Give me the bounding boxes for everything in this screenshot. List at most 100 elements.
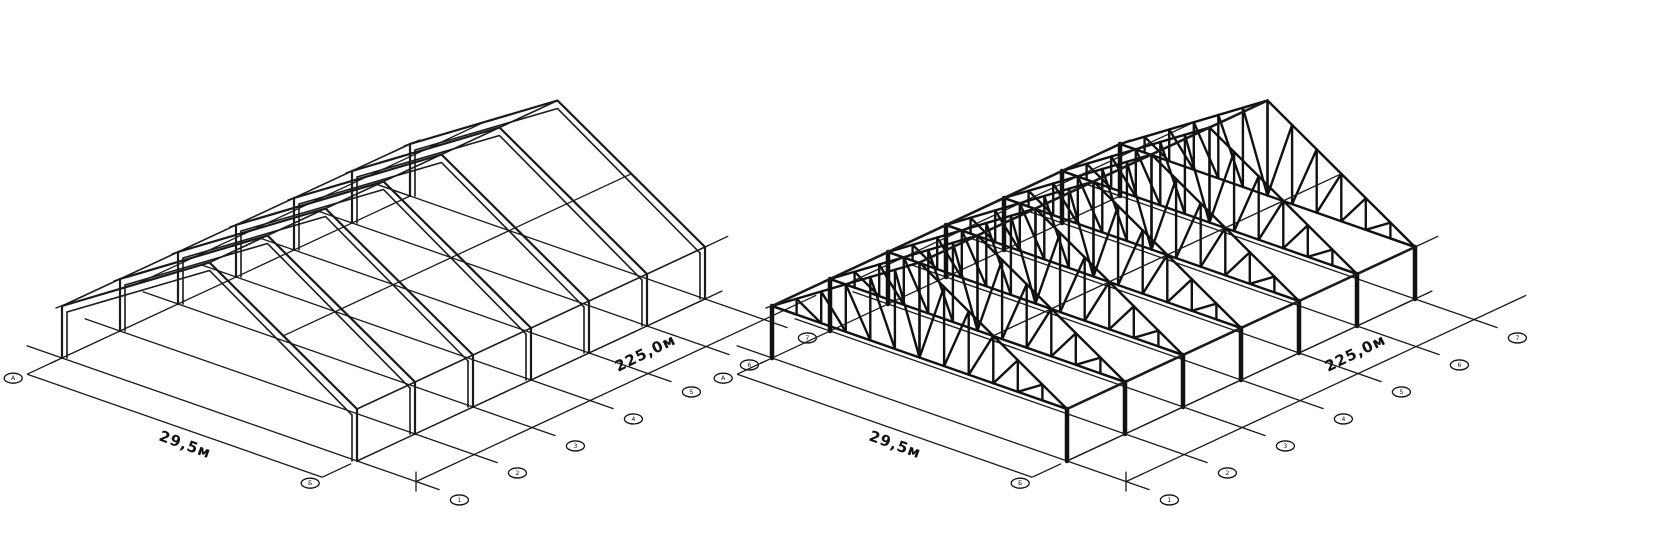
axis-bubble: Б bbox=[1010, 477, 1030, 489]
purlin bbox=[993, 173, 1342, 337]
truss-web bbox=[1166, 278, 1194, 304]
axis-bubble: 4 bbox=[1333, 413, 1354, 425]
truss-web bbox=[1208, 150, 1236, 224]
truss-web bbox=[1364, 221, 1392, 232]
rafter-inner bbox=[182, 215, 469, 362]
truss-web bbox=[893, 268, 921, 359]
truss-web bbox=[1016, 383, 1044, 393]
truss-web bbox=[1085, 162, 1113, 190]
truss-web bbox=[1215, 318, 1243, 330]
truss-web bbox=[1025, 307, 1053, 349]
truss-web bbox=[918, 285, 946, 359]
axis-bubble-circle bbox=[1333, 413, 1354, 425]
axis-bubble-circle bbox=[623, 413, 644, 425]
axis-bubble-label: 4 bbox=[1341, 416, 1345, 423]
frame-5 bbox=[997, 153, 1302, 356]
length-dimension-line bbox=[1125, 294, 1527, 483]
eave-beam-right bbox=[356, 246, 706, 410]
grid-axis-line bbox=[968, 236, 1382, 383]
rafter-inner bbox=[240, 188, 527, 335]
dimension-extension-line bbox=[26, 360, 57, 375]
axis-bubble-circle bbox=[1449, 359, 1470, 371]
truss-web bbox=[1083, 280, 1111, 322]
truss-web bbox=[944, 223, 972, 235]
dimension-extension-line bbox=[321, 463, 352, 478]
truss-web bbox=[1118, 142, 1146, 154]
rafter-inner bbox=[124, 242, 411, 389]
axis-bubble-label: 2 bbox=[515, 470, 519, 477]
axis-bubble: 6 bbox=[1449, 359, 1470, 371]
eave-beam-left bbox=[61, 143, 411, 307]
truss-web bbox=[1132, 329, 1160, 339]
truss-web bbox=[878, 263, 905, 306]
truss-web bbox=[1306, 248, 1334, 258]
truss-web bbox=[1183, 133, 1211, 224]
axis-bubble: 7 bbox=[797, 332, 818, 344]
axis-bubble-label: 5 bbox=[1399, 389, 1403, 396]
eave-beam-right bbox=[1065, 245, 1417, 411]
length-dimension-line bbox=[415, 294, 817, 483]
axis-bubble-label: 2 bbox=[1225, 470, 1229, 477]
grid-axis-line bbox=[84, 317, 498, 464]
axis-bubble: 2 bbox=[507, 467, 528, 479]
axis-bubble-circle bbox=[1275, 440, 1296, 452]
axis-bubble-label: Б bbox=[308, 480, 312, 487]
truss-web bbox=[1257, 199, 1285, 241]
truss-web bbox=[967, 334, 995, 376]
rafter bbox=[176, 207, 475, 357]
truss-web bbox=[1143, 135, 1171, 163]
truss-web bbox=[1101, 167, 1129, 243]
truss-web bbox=[1389, 237, 1417, 249]
axis-bubble-label: 6 bbox=[1457, 362, 1461, 369]
axis-bubble-label: 6 bbox=[747, 362, 751, 369]
truss-web bbox=[1041, 399, 1069, 411]
axis-bubble-circle bbox=[1391, 386, 1412, 398]
truss-web bbox=[927, 248, 955, 324]
axis-bubble: А bbox=[713, 372, 733, 384]
truss-web bbox=[886, 250, 914, 262]
frame-3 bbox=[881, 207, 1186, 410]
truss-web bbox=[828, 277, 856, 289]
axis-bubble: 2 bbox=[1217, 467, 1238, 479]
truss-web bbox=[1273, 291, 1301, 303]
axis-bubble-circle bbox=[1010, 477, 1030, 489]
truss-web bbox=[1109, 155, 1138, 199]
truss-web bbox=[1141, 253, 1169, 295]
width-dimension-line bbox=[26, 373, 323, 478]
axis-bubble-circle bbox=[681, 386, 702, 398]
axis-bubble-label: 1 bbox=[457, 497, 461, 504]
rafter bbox=[118, 234, 417, 384]
truss-web bbox=[1108, 305, 1136, 331]
truss-web bbox=[969, 216, 997, 244]
truss-web bbox=[936, 236, 963, 279]
axis-bubble: 4 bbox=[623, 413, 644, 425]
truss-web bbox=[869, 275, 897, 351]
truss-web bbox=[1199, 226, 1227, 268]
right-width-dimension-label: 29,5м bbox=[867, 427, 924, 462]
grid-axis-line bbox=[142, 290, 556, 437]
rafter bbox=[292, 153, 591, 303]
axis-bubble-circle bbox=[3, 372, 23, 384]
axis-bubble-label: Б bbox=[1018, 480, 1022, 487]
axis-bubble: 1 bbox=[1159, 494, 1180, 506]
rafter bbox=[234, 180, 533, 330]
gable-base bbox=[374, 182, 411, 197]
rafter-inner bbox=[414, 107, 701, 254]
axis-bubble: 5 bbox=[1391, 386, 1412, 398]
ridge-beam bbox=[918, 99, 1269, 264]
eave-beam-left bbox=[770, 142, 1122, 308]
rafter-inner bbox=[66, 269, 353, 416]
grid-axis-line bbox=[258, 236, 672, 383]
axis-bubble: 5 bbox=[681, 386, 702, 398]
truss-web bbox=[1060, 169, 1088, 181]
axis-bubble-circle bbox=[1217, 467, 1238, 479]
truss-web bbox=[844, 283, 872, 342]
truss-web bbox=[795, 297, 823, 325]
wall-base-line bbox=[356, 298, 706, 462]
axis-bubble-label: 5 bbox=[689, 389, 693, 396]
truss-web bbox=[1074, 356, 1102, 366]
truss-web bbox=[1034, 231, 1062, 305]
axis-bubble: 1 bbox=[449, 494, 470, 506]
truss-web bbox=[1125, 160, 1153, 251]
